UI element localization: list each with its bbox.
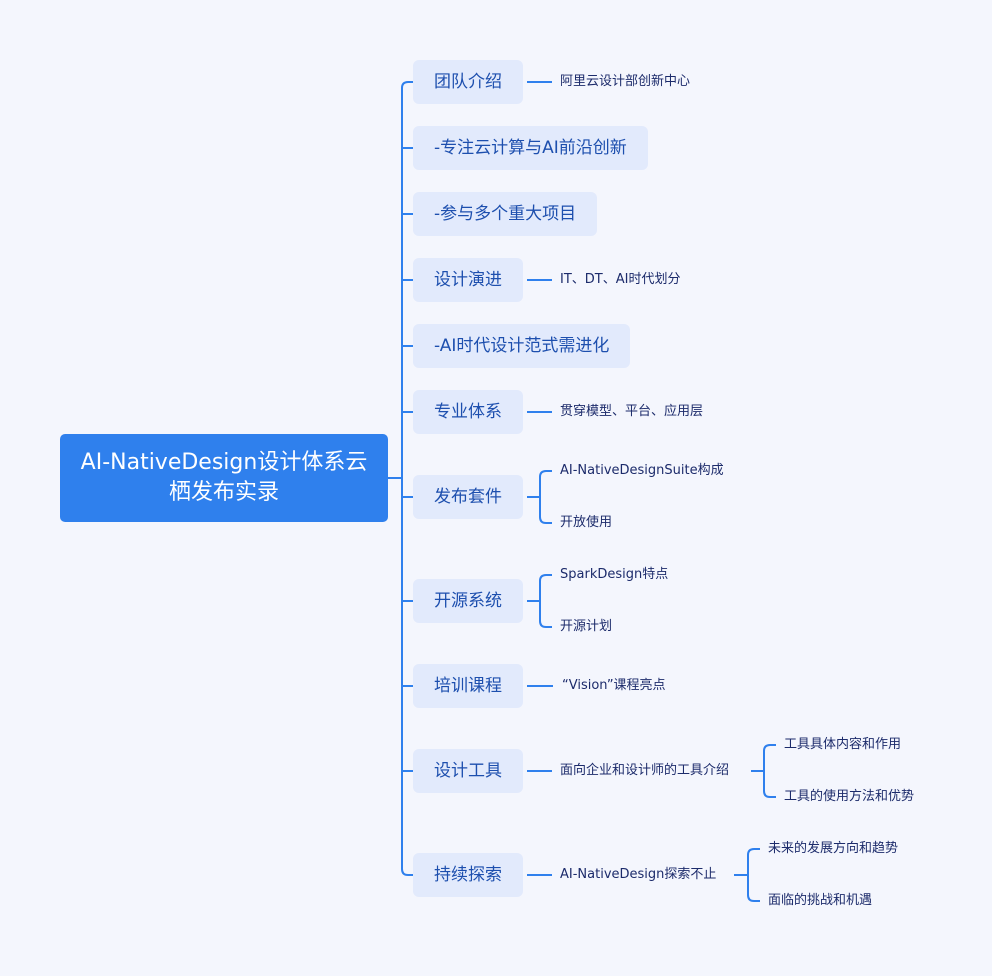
topic-major-projects[interactable]: -参与多个重大项目: [413, 192, 598, 236]
topic-design-tools[interactable]: 设计工具: [413, 749, 523, 793]
subtopic[interactable]: IT、DT、AI时代划分: [560, 272, 681, 287]
subtopic[interactable]: AI-NativeDesignSuite构成: [560, 463, 724, 478]
subtopic[interactable]: 阿里云设计部创新中心: [560, 74, 691, 89]
subtopic[interactable]: 贯穿模型、平台、应用层: [560, 404, 704, 419]
topic-professional-system[interactable]: 专业体系: [413, 390, 523, 434]
sub-subtopic[interactable]: 未来的发展方向和趋势: [768, 841, 899, 856]
subtopic[interactable]: “Vision”课程亮点: [562, 678, 666, 693]
root-topic[interactable]: AI-NativeDesign设计体系云栖发布实录: [60, 434, 388, 522]
subtopic[interactable]: SparkDesign特点: [560, 567, 669, 582]
topic-release-suite[interactable]: 发布套件: [413, 475, 523, 519]
topic-exploration[interactable]: 持续探索: [413, 853, 523, 897]
topic-open-source[interactable]: 开源系统: [413, 579, 523, 623]
subtopic[interactable]: AI-NativeDesign探索不止: [560, 867, 717, 882]
subtopic[interactable]: 开放使用: [560, 515, 613, 530]
sub-subtopic[interactable]: 工具的使用方法和优势: [784, 789, 915, 804]
topic-cloud-ai-focus[interactable]: -专注云计算与AI前沿创新: [413, 126, 648, 170]
subtopic[interactable]: 面向企业和设计师的工具介绍: [560, 763, 730, 778]
topic-design-evolution[interactable]: 设计演进: [413, 258, 523, 302]
subtopic[interactable]: 开源计划: [560, 619, 613, 634]
sub-subtopic[interactable]: 工具具体内容和作用: [784, 737, 902, 752]
topic-team-intro[interactable]: 团队介绍: [413, 60, 523, 104]
topic-training[interactable]: 培训课程: [413, 664, 523, 708]
topic-ai-paradigm[interactable]: -AI时代设计范式需进化: [413, 324, 631, 368]
sub-subtopic[interactable]: 面临的挑战和机遇: [768, 893, 873, 908]
